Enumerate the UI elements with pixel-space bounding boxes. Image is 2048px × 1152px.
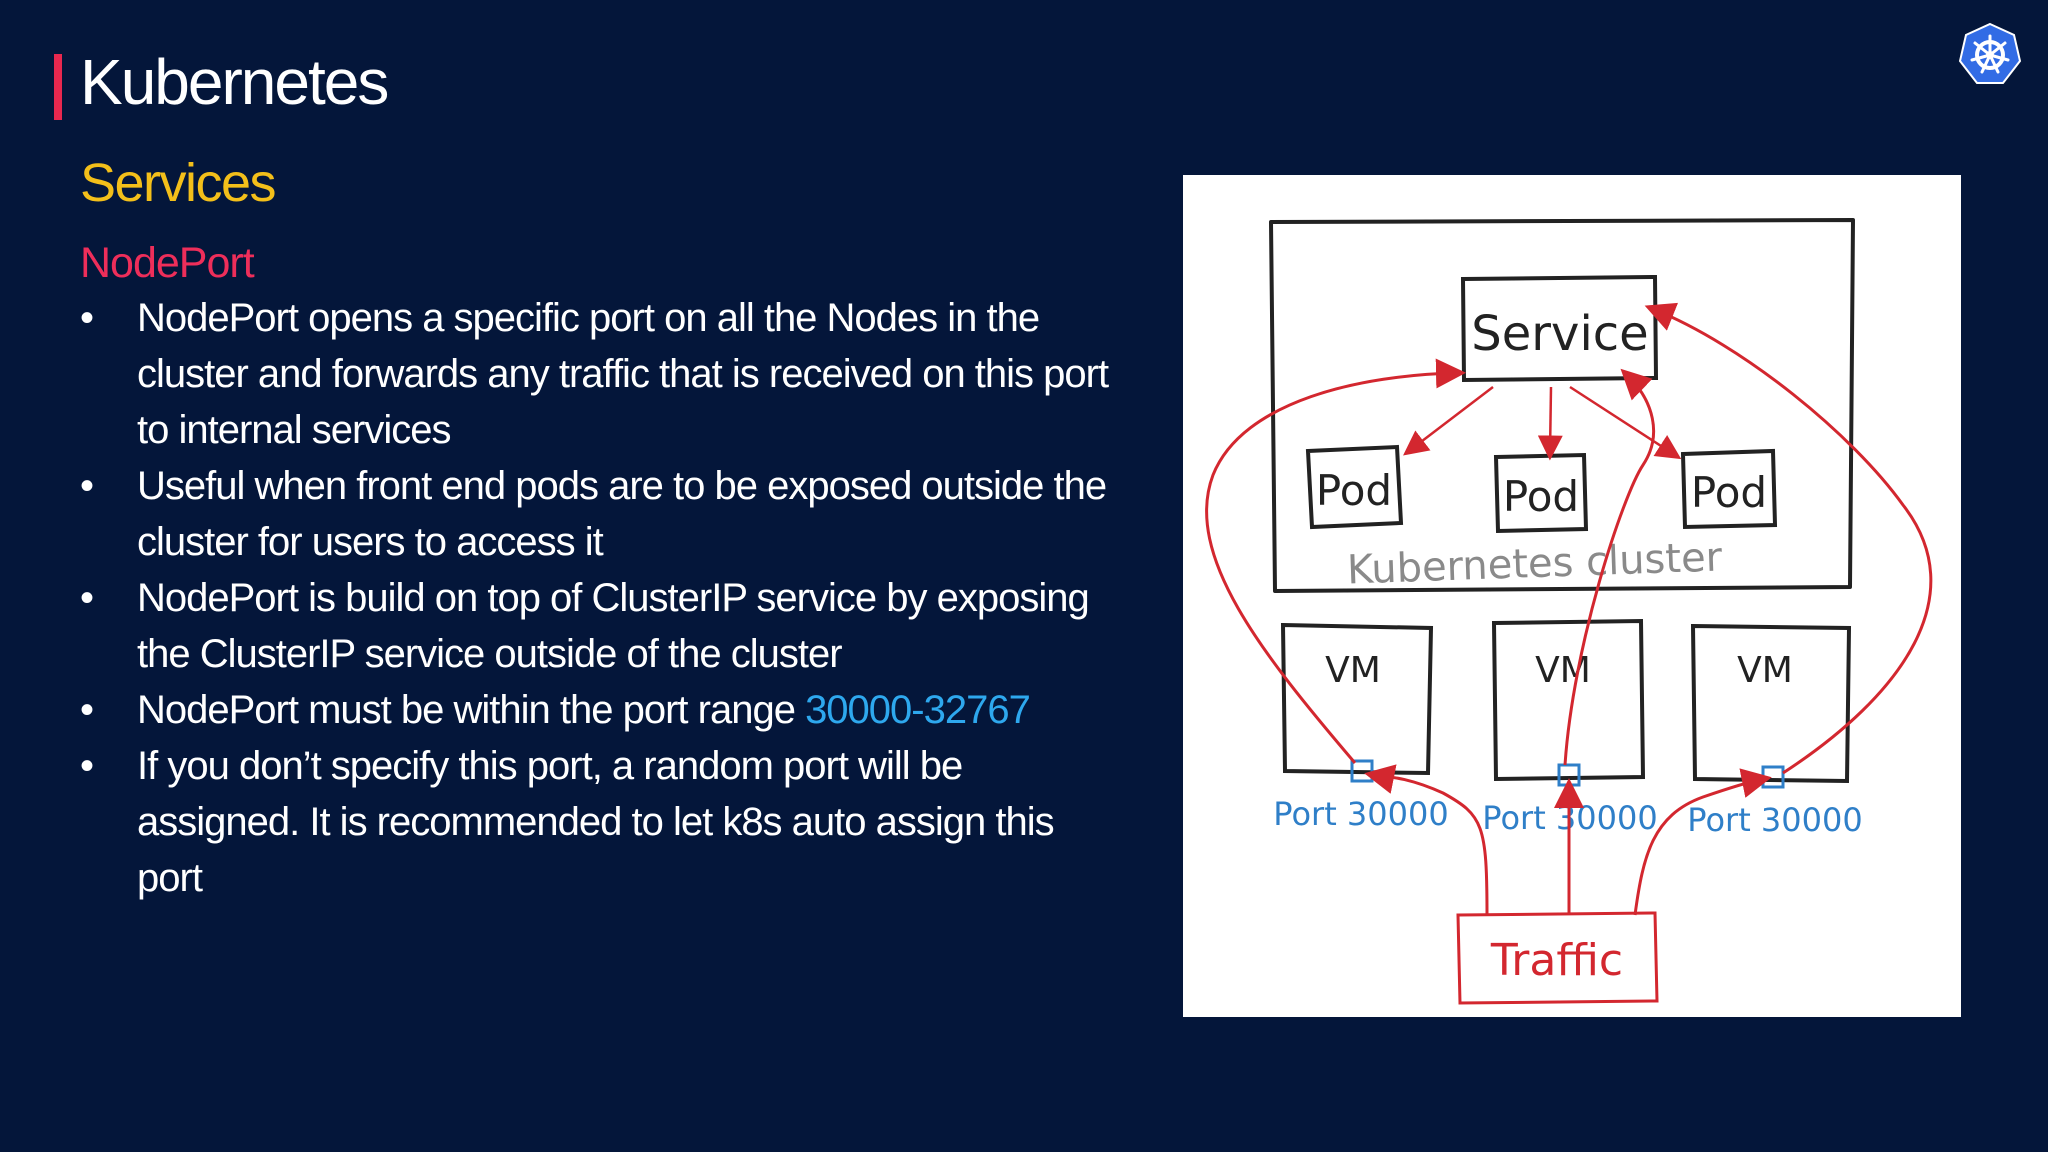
bullet-dot: • (80, 464, 94, 508)
port-label: Port 30000 (1687, 801, 1862, 839)
traffic-label: Traffic (1490, 935, 1623, 986)
vm-box (1280, 622, 1434, 776)
traffic-box (1456, 911, 1659, 1005)
slide-title: Kubernetes (80, 46, 389, 118)
pod-label: Pod (1503, 472, 1579, 521)
bullet-item: • If you don’t specify this port, a rand… (80, 738, 1120, 906)
service-label: Service (1471, 306, 1648, 362)
nodeport-diagram-svg: Service Pod Pod Pod Kubernetes cluster V… (1205, 218, 1933, 1005)
vm-box (1690, 623, 1852, 784)
bullet-text: NodePort opens a specific port on all th… (137, 296, 1109, 452)
bullet-text: NodePort must be within the port range (137, 688, 806, 732)
cluster-box (1269, 218, 1855, 593)
bullet-dot: • (80, 576, 94, 620)
bullet-item: • NodePort must be within the port range… (80, 682, 1120, 738)
port-label: Port 30000 (1273, 795, 1448, 833)
bullet-dot: • (80, 744, 94, 788)
bullet-dot: • (80, 688, 94, 732)
bullet-item: • NodePort opens a specific port on all … (80, 290, 1120, 458)
pod-box (1305, 444, 1404, 530)
nodeport-diagram: Service Pod Pod Pod Kubernetes cluster V… (1183, 175, 1961, 1017)
bullet-item: • Useful when front end pods are to be e… (80, 458, 1120, 570)
kubernetes-logo-icon (1958, 22, 2022, 84)
bullet-text: NodePort is build on top of ClusterIP se… (137, 576, 1090, 676)
port-square (1557, 763, 1581, 787)
pod-box (1680, 448, 1778, 530)
title-accent-bar (54, 54, 62, 120)
bullet-list: • NodePort opens a specific port on all … (80, 290, 1120, 906)
bullet-item: • NodePort is build on top of ClusterIP … (80, 570, 1120, 682)
vm-label: VM (1737, 650, 1793, 691)
cluster-label: Kubernetes cluster (1346, 534, 1723, 593)
bullet-text: Useful when front end pods are to be exp… (137, 464, 1107, 564)
vm-label: VM (1535, 650, 1591, 691)
subsection-heading: NodePort (80, 239, 255, 287)
bullet-dot: • (80, 296, 94, 340)
port-service-curves (1205, 302, 1933, 775)
vm-label: VM (1325, 650, 1381, 691)
pod-label: Pod (1316, 466, 1392, 515)
section-heading: Services (80, 153, 277, 213)
port-range-highlight: 30000-32767 (805, 688, 1031, 732)
pod-label: Pod (1691, 468, 1767, 517)
service-box (1460, 274, 1659, 383)
vm-box (1491, 618, 1646, 782)
port-square (1761, 765, 1785, 789)
bullet-text: If you don’t specify this port, a random… (137, 744, 1055, 900)
traffic-port-arrows (1364, 764, 1772, 916)
service-pod-arrows (1403, 385, 1682, 461)
